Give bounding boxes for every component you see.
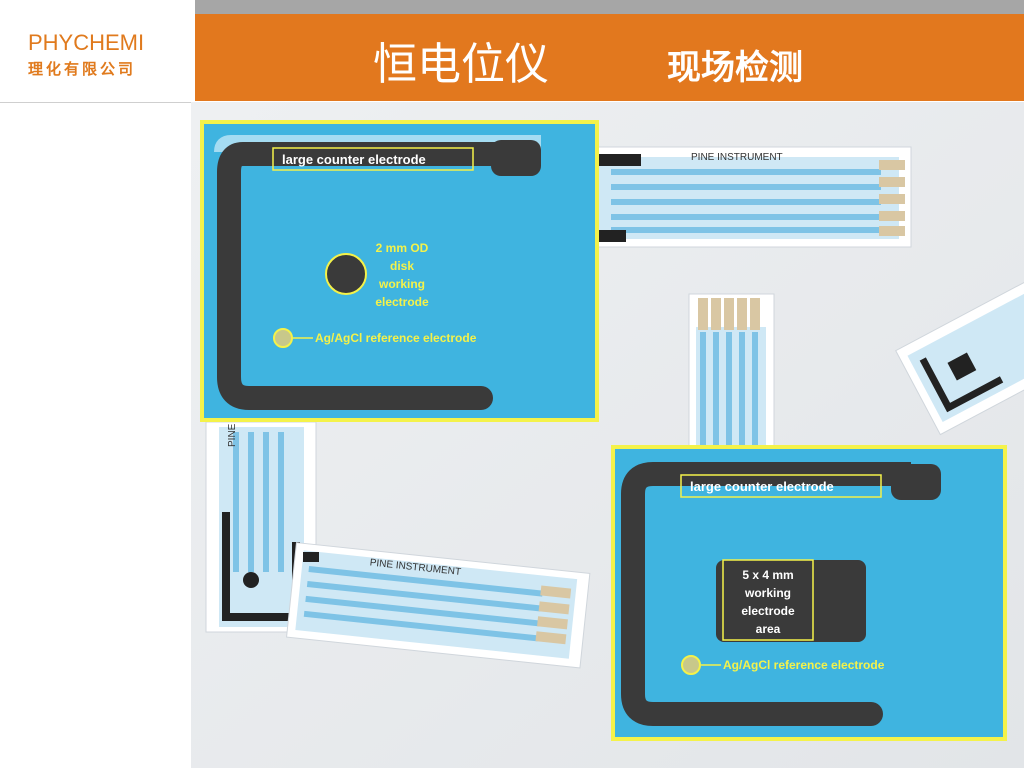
inset-disk-electrode: large counter electrode 2 mm OD disk wor… — [200, 120, 599, 422]
inset1-working-line3: working — [378, 277, 425, 291]
inset2-working-line2: working — [744, 586, 791, 600]
inset2-reference-label: Ag/AgCl reference electrode — [723, 658, 885, 672]
inset2-working-line3: electrode — [741, 604, 795, 618]
strip-label-left: PINE — [227, 423, 238, 447]
inset1-reference-label: Ag/AgCl reference electrode — [315, 331, 477, 345]
logo-english: PHYCHEMI — [28, 30, 145, 55]
electrode-photo: PINE INSTRUMENT PINE PINE INSTRUMENT — [191, 102, 1024, 768]
inset1-counter-label: large counter electrode — [282, 152, 426, 167]
strip-label-top: PINE INSTRUMENT — [691, 152, 783, 163]
sensor-strip-right — [895, 270, 1024, 436]
slide-title: 恒电位仪 — [373, 39, 549, 90]
inset2-counter-label: large counter electrode — [690, 479, 834, 494]
sensor-strip-top: PINE INSTRUMENT — [590, 146, 912, 248]
slide-subtitle: 现场检测 — [667, 48, 803, 88]
top-gray-bar — [195, 0, 1024, 14]
title-bar: 恒电位仪 现场检测 — [195, 14, 1024, 101]
inset2-working-line1: 5 x 4 mm — [742, 568, 793, 582]
inset1-working-line1: 2 mm OD — [376, 241, 429, 255]
company-logo: PHYCHEMI 理化有限公司 — [0, 0, 195, 103]
inset2-working-line4: area — [756, 622, 781, 636]
inset1-working-line2: disk — [390, 259, 414, 273]
sensor-strip-left: PINE PINE INSTRUMENT — [205, 421, 591, 669]
inset1-working-line4: electrode — [375, 295, 429, 309]
inset-rect-electrode: large counter electrode 5 x 4 mm working… — [611, 445, 1007, 741]
logo-chinese: 理化有限公司 — [28, 60, 137, 78]
